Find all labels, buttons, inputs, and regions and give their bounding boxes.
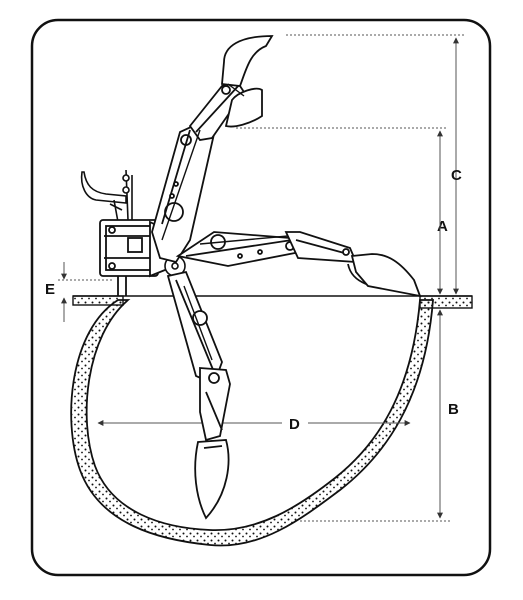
dimension-e [58,262,112,322]
dimension-b [300,309,450,522]
control-levers [122,169,133,221]
bucket-raised [221,35,274,128]
bucket-down [194,439,230,520]
hydraulic-cylinders [161,129,289,361]
ground-surface [72,295,473,309]
dipper-down [199,367,231,448]
boom-raised [151,120,215,264]
operator-seat [80,171,127,223]
dimension-c [236,127,448,295]
dimension-a [286,34,466,295]
dimension-label-a: A [437,218,448,235]
dimension-label-c: C [451,167,462,184]
bucket-extended [347,253,422,298]
dipper-extended [284,231,358,263]
dimension-label-b: B [448,401,459,418]
dimension-label-d: D [289,416,300,433]
dimension-label-e: E [45,281,55,298]
